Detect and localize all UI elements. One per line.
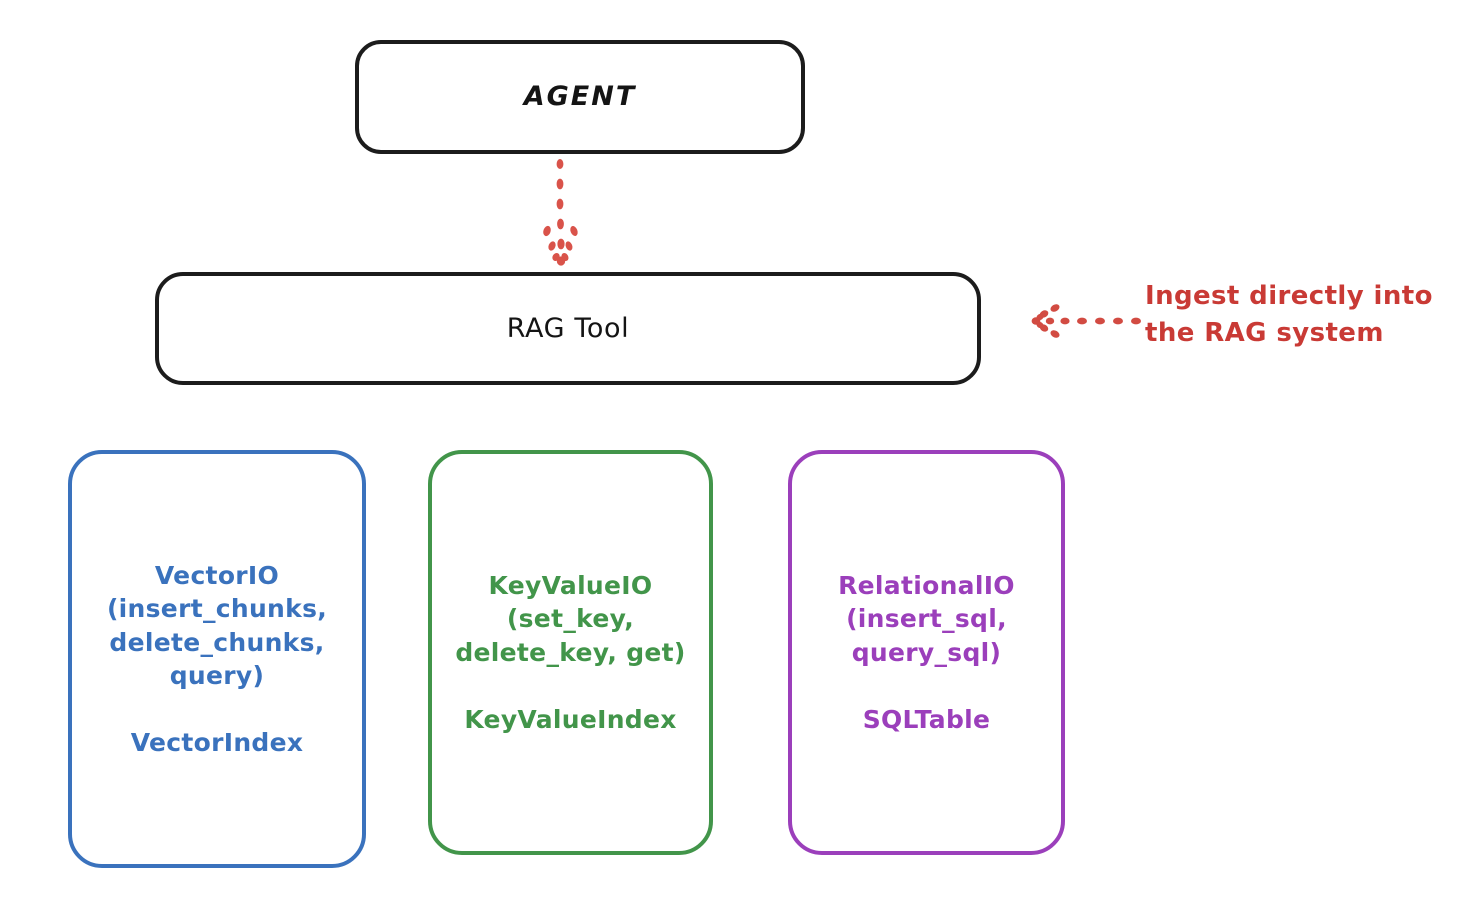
node-rag-tool-label: RAG Tool xyxy=(506,312,630,344)
node-vector-io-label: VectorIO (insert_chunks, delete_chunks, … xyxy=(106,560,328,758)
dotted-arrow-down-icon xyxy=(543,159,578,266)
node-agent-label: AGENT xyxy=(523,81,637,113)
node-relational-io[interactable]: RelationalIO (insert_sql, query_sql) SQL… xyxy=(788,450,1065,855)
node-agent[interactable]: AGENT xyxy=(355,40,805,154)
node-rag-tool[interactable]: RAG Tool xyxy=(155,272,981,385)
ingest-annotation-text: Ingest directly into the RAG system xyxy=(1145,281,1433,348)
node-relational-io-label: RelationalIO (insert_sql, query_sql) SQL… xyxy=(838,570,1015,734)
node-key-value-io-label: KeyValueIO (set_key, delete_key, get) Ke… xyxy=(455,570,686,734)
node-key-value-io[interactable]: KeyValueIO (set_key, delete_key, get) Ke… xyxy=(428,450,713,855)
node-vector-io[interactable]: VectorIO (insert_chunks, delete_chunks, … xyxy=(68,450,366,868)
dotted-arrow-left-icon xyxy=(1031,304,1141,338)
